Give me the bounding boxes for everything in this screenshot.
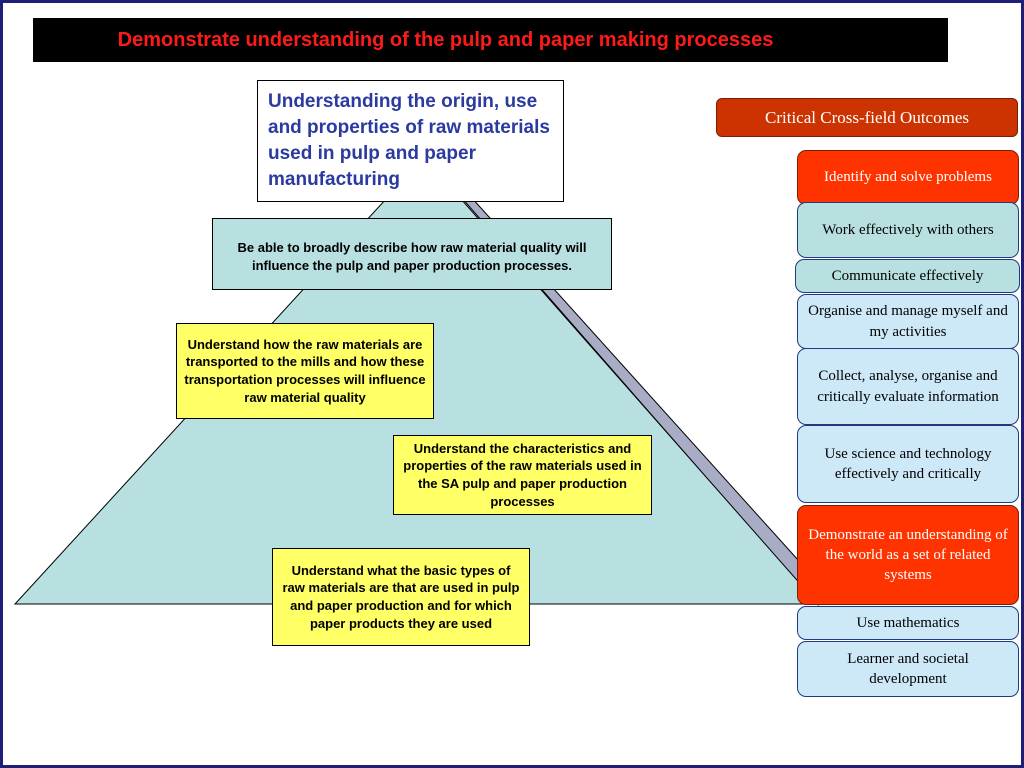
types-box: Understand what the basic types of raw m… xyxy=(272,548,530,646)
transport-box: Understand how the raw materials are tra… xyxy=(176,323,434,419)
outcome-work-with-others: Work effectively with others xyxy=(797,202,1019,258)
slide-title: Demonstrate understanding of the pulp an… xyxy=(117,28,774,51)
characteristics-box: Understand the characteristics and prope… xyxy=(393,435,652,515)
outcome-science-technology: Use science and technology effectively a… xyxy=(797,425,1019,503)
outcome-identify-problems: Identify and solve problems xyxy=(797,150,1019,205)
outcome-societal-development: Learner and societal development xyxy=(797,641,1019,697)
outcome-communicate: Communicate effectively xyxy=(795,259,1020,293)
title-bar: Demonstrate understanding of the pulp an… xyxy=(33,18,948,62)
origin-box: Understanding the origin, use and proper… xyxy=(257,80,564,202)
describe-box: Be able to broadly describe how raw mate… xyxy=(212,218,612,290)
outcome-organise-manage: Organise and manage myself and my activi… xyxy=(797,294,1019,349)
outcomes-header: Critical Cross-field Outcomes xyxy=(716,98,1018,137)
outcome-collect-analyse: Collect, analyse, organise and criticall… xyxy=(797,348,1019,425)
outcome-related-systems: Demonstrate an understanding of the worl… xyxy=(797,505,1019,605)
outcome-mathematics: Use mathematics xyxy=(797,606,1019,640)
